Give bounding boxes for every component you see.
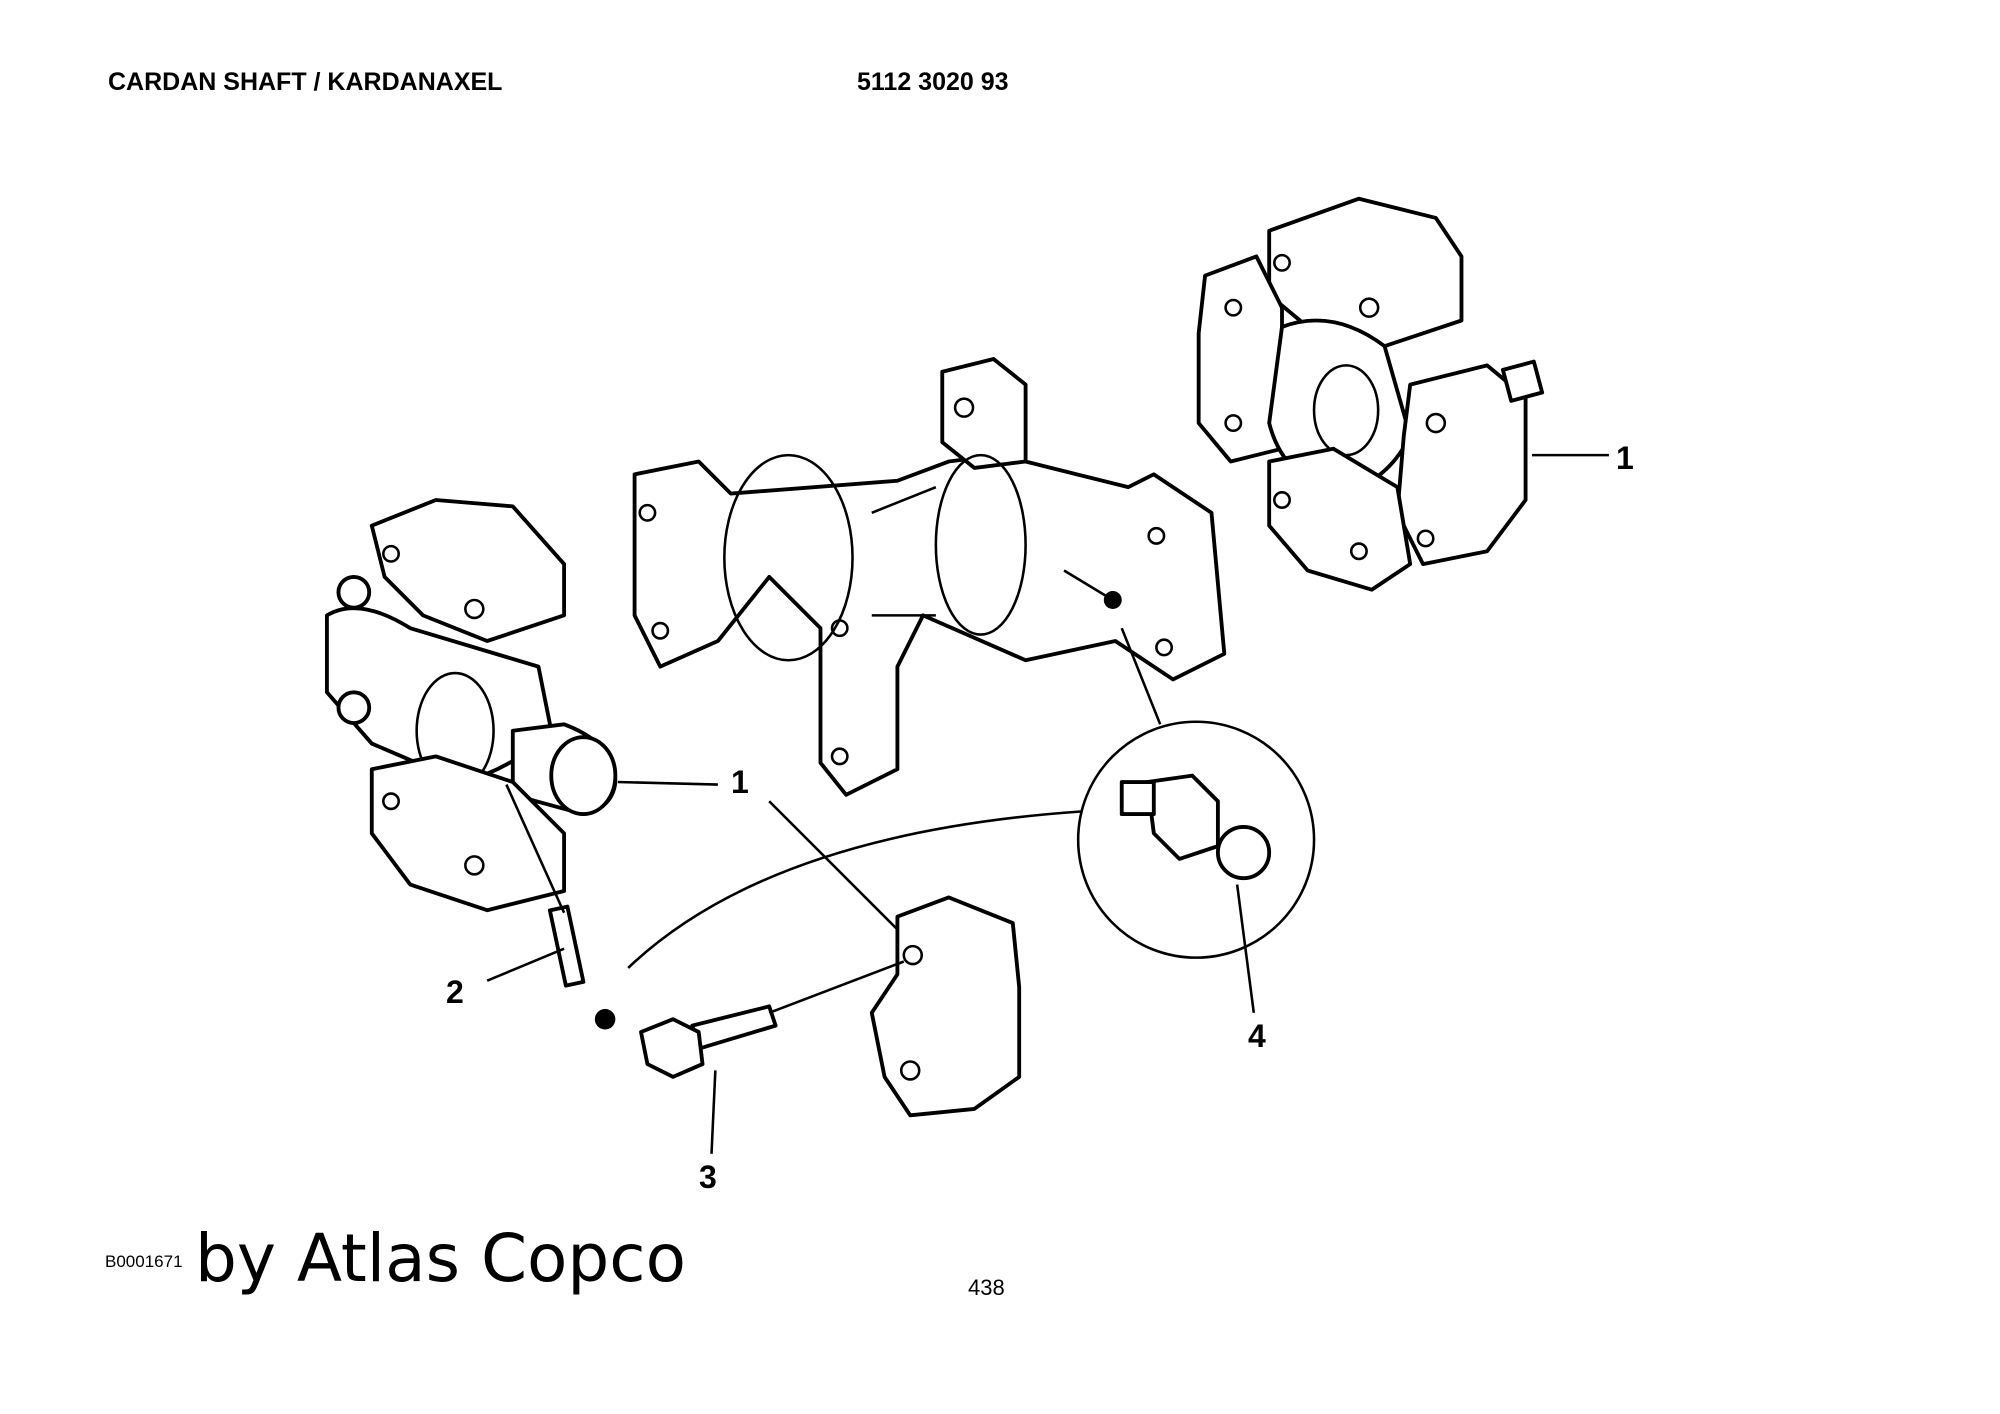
callout-label: 2	[446, 974, 464, 1010]
pin	[547, 904, 616, 1030]
brand-watermark: by Atlas Copco	[195, 1220, 686, 1297]
bolt	[639, 960, 905, 1079]
universal-joint-right	[1196, 196, 1545, 592]
callout-label: 3	[699, 1159, 717, 1195]
callout-label: 1	[731, 764, 749, 800]
leader-lines	[486, 453, 1609, 1154]
part-number: 5112 3020 93	[857, 68, 1009, 96]
bearing-cap	[869, 895, 1022, 1118]
grease-nipple-detail	[627, 627, 1316, 969]
callout-label: 1	[1616, 440, 1634, 476]
figure-id: B0001671	[105, 1252, 183, 1271]
page-number: 438	[968, 1275, 1005, 1300]
universal-joint-left	[324, 498, 618, 913]
cardan-shaft	[632, 357, 1227, 797]
callout-label: 4	[1248, 1018, 1266, 1054]
page-title: CARDAN SHAFT / KARDANAXEL	[108, 68, 503, 96]
